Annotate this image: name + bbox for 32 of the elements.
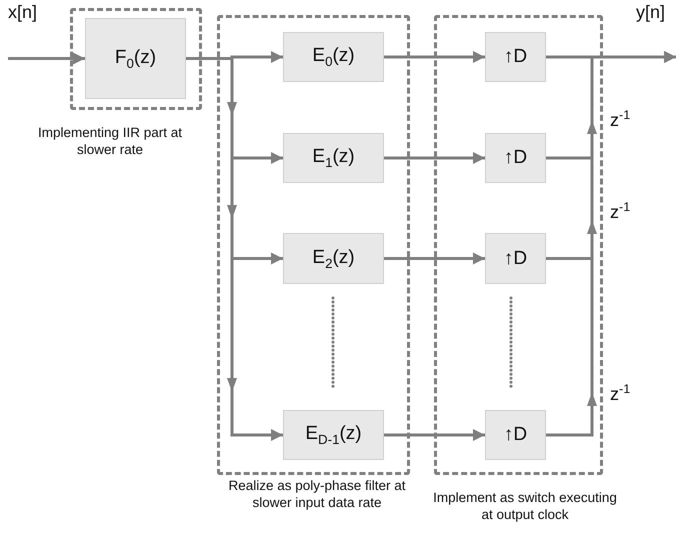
arrow xyxy=(384,51,485,63)
arrow xyxy=(384,152,485,164)
arrow xyxy=(384,429,485,441)
block-label: ↑D xyxy=(504,424,528,446)
block-label: E$_{D-1}$(z) xyxy=(305,423,362,447)
block-label: E$_{0}$(z) xyxy=(312,45,355,69)
group-caption: Implement as switch executing at output clock xyxy=(432,490,618,524)
block-label: E$_{1}$(z) xyxy=(312,146,355,170)
process-box xyxy=(485,410,546,460)
process-box xyxy=(485,32,546,82)
process-box xyxy=(485,233,546,284)
group-caption: Realize as poly-phase filter at slower input data rate xyxy=(227,478,407,512)
group-caption: Implementing IIR part at slower rate xyxy=(36,125,184,159)
block-label: E$_{2}$(z) xyxy=(312,246,355,270)
process-box xyxy=(283,133,384,183)
process-box xyxy=(283,410,384,460)
signal-label: y[n] xyxy=(636,2,666,23)
block-label: ↑D xyxy=(504,46,528,68)
arrow xyxy=(546,51,676,436)
signal-label: z$^{-1}$ xyxy=(610,108,630,131)
process-box xyxy=(485,133,546,183)
signal-label: z$^{-1}$ xyxy=(610,200,630,223)
block-label: ↑D xyxy=(504,248,528,270)
arrow xyxy=(8,52,85,64)
block-label: F$_{0}$(z) xyxy=(114,46,156,70)
signal-label: z$^{-1}$ xyxy=(610,382,630,405)
process-box xyxy=(283,233,384,284)
process-box xyxy=(85,18,186,99)
block-label: ↑D xyxy=(504,147,528,169)
arrow xyxy=(384,252,485,264)
process-box xyxy=(283,32,384,82)
signal-label: x[n] xyxy=(8,2,38,23)
